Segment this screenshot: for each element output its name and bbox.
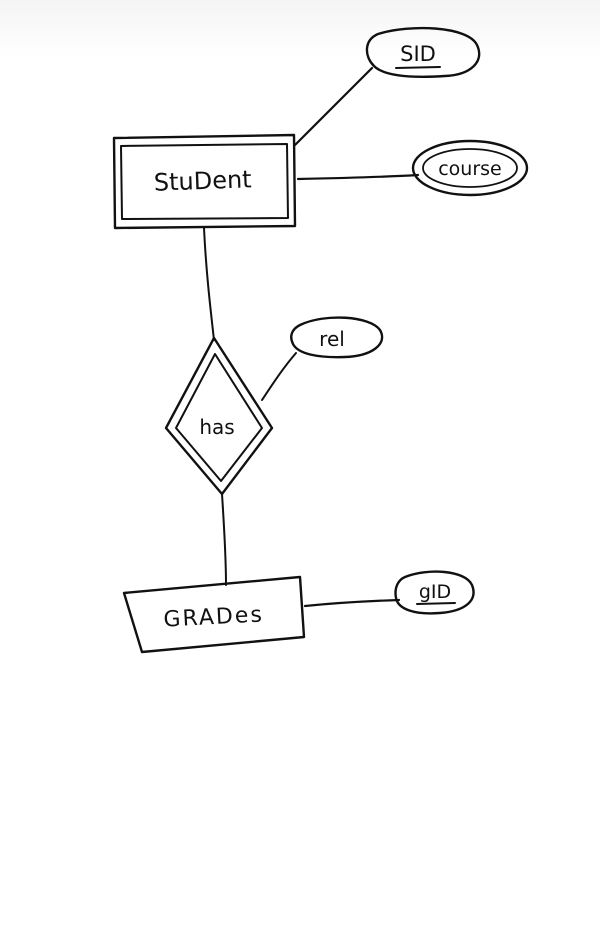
grades-box bbox=[122, 575, 306, 654]
student-entity: StuDent bbox=[112, 133, 297, 230]
student-inner-box bbox=[120, 143, 289, 220]
rel-attribute: rel bbox=[290, 316, 384, 359]
gid-key-underline bbox=[416, 602, 456, 605]
line-grades-gid bbox=[303, 598, 401, 608]
course-outer-ellipse bbox=[411, 139, 529, 197]
course-attribute: course bbox=[411, 139, 529, 197]
course-label: course bbox=[438, 158, 502, 180]
has-relationship: has bbox=[164, 336, 274, 496]
line-student-has bbox=[203, 227, 215, 341]
student-label: StuDent bbox=[153, 165, 252, 196]
has-label: has bbox=[199, 415, 234, 439]
rel-ellipse bbox=[290, 316, 384, 359]
line-student-sid bbox=[293, 66, 374, 147]
connectors bbox=[203, 66, 420, 608]
has-outer-diamond bbox=[164, 336, 274, 496]
gid-label: gID bbox=[419, 581, 451, 603]
sid-attribute: SID bbox=[365, 26, 481, 79]
gid-attribute: gID bbox=[394, 570, 475, 615]
has-inner-diamond bbox=[175, 353, 263, 482]
line-student-course bbox=[296, 173, 420, 181]
sid-key-underline bbox=[395, 66, 441, 69]
grades-label: GRADes bbox=[163, 602, 265, 632]
sid-ellipse bbox=[365, 26, 481, 79]
course-inner-ellipse bbox=[422, 148, 518, 188]
gid-ellipse bbox=[394, 570, 475, 615]
line-has-grades bbox=[221, 493, 227, 586]
line-has-rel bbox=[261, 352, 297, 401]
grades-entity: GRADes bbox=[122, 575, 306, 654]
sid-label: SID bbox=[400, 42, 436, 66]
rel-label: rel bbox=[319, 327, 345, 351]
student-outer-box bbox=[112, 133, 297, 230]
